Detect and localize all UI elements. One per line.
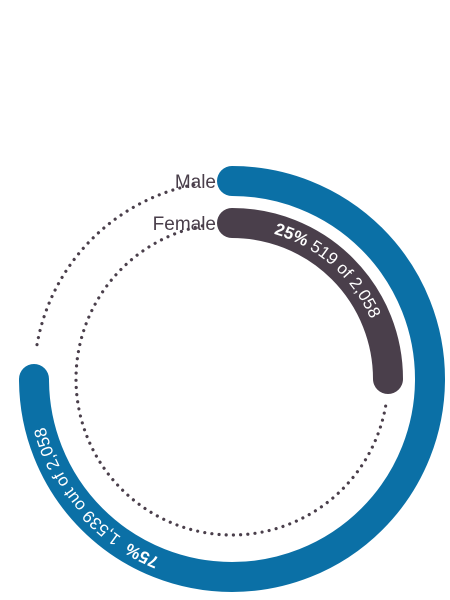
series-label-male: Male (175, 172, 216, 193)
track-male (35, 182, 200, 347)
series-label-female: Female (153, 214, 216, 235)
data-label-male-detail: 1,539 out of 2,058 (30, 426, 123, 550)
arc-female[interactable] (217, 208, 403, 394)
track-female (74, 223, 388, 537)
data-label-male: 75% 1,539 out of 2,058 (30, 426, 161, 572)
arc-male[interactable] (19, 166, 445, 592)
